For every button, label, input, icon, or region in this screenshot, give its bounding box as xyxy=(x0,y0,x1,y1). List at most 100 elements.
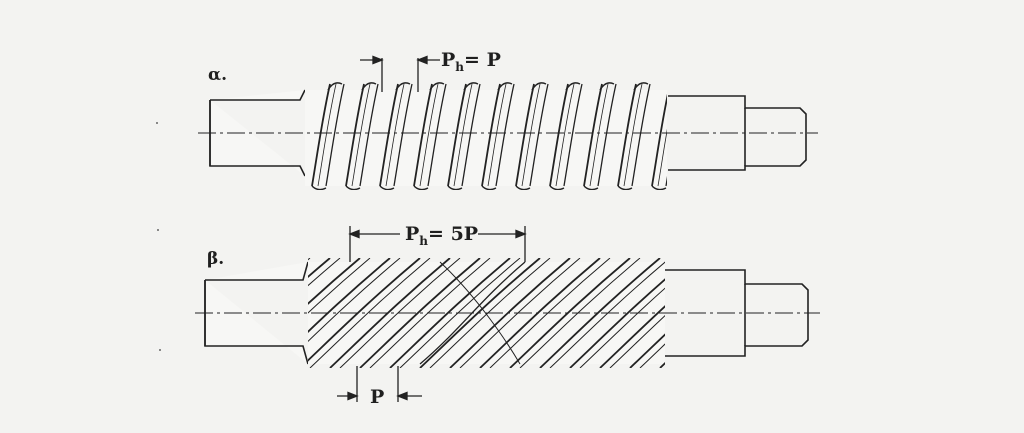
thread-tip xyxy=(651,185,667,190)
helix-flank xyxy=(459,258,581,368)
helix-flank xyxy=(369,258,491,368)
helix-crest xyxy=(539,258,661,368)
helix-crest xyxy=(308,258,331,279)
thread-flank xyxy=(325,83,345,187)
lead-dimension-b xyxy=(348,226,527,262)
thread-crest xyxy=(617,83,637,187)
thread-root xyxy=(521,83,541,187)
helix-flank xyxy=(308,258,341,287)
helix-flank xyxy=(609,314,665,368)
thread-tip xyxy=(617,185,633,190)
thread-flank xyxy=(461,83,481,187)
pitch-dimension-b xyxy=(337,366,422,402)
thread-flank xyxy=(597,83,617,187)
thread-tip xyxy=(668,83,682,90)
worm-b xyxy=(195,258,820,368)
thread-tip xyxy=(413,185,429,190)
thread-tip xyxy=(599,82,615,91)
thread-crest xyxy=(379,83,399,187)
thread-tip xyxy=(497,82,513,91)
helix-crest xyxy=(359,258,481,368)
helix-crest xyxy=(569,278,665,368)
thread-root xyxy=(453,83,473,187)
thread-tip xyxy=(327,82,343,91)
helix-crest xyxy=(308,258,361,305)
thread-flank xyxy=(427,83,447,187)
helix-flank xyxy=(308,258,371,314)
helix-crest xyxy=(329,258,451,368)
helix-crest xyxy=(308,258,421,362)
thread-tip xyxy=(345,185,361,190)
thread-root xyxy=(657,128,667,187)
thread-flank xyxy=(563,83,583,187)
thread-root xyxy=(317,83,337,187)
speck xyxy=(159,349,161,351)
thread-root xyxy=(419,83,439,187)
thread-crest xyxy=(345,83,365,187)
thread-flank xyxy=(631,83,651,187)
thread-tip xyxy=(565,82,581,91)
lead-helix xyxy=(419,261,526,365)
thread-tip xyxy=(395,82,411,91)
helix-crest xyxy=(419,258,541,368)
thread-flank xyxy=(495,83,515,187)
helix-flank xyxy=(339,258,461,368)
thread-root xyxy=(487,83,507,187)
thread-root xyxy=(385,83,405,187)
thread-tip xyxy=(583,185,599,190)
thread-flank xyxy=(393,83,413,187)
helix-crest xyxy=(509,258,631,368)
worm-a-threads xyxy=(311,82,682,190)
thread-root xyxy=(589,83,609,187)
worm-b-right-shaft xyxy=(665,269,809,357)
helix-flank xyxy=(639,343,665,368)
thread-crest xyxy=(549,83,569,187)
speck xyxy=(157,229,159,231)
panel-a-label: α. xyxy=(208,65,227,85)
thread-crest xyxy=(515,83,535,187)
thread-root xyxy=(351,83,371,187)
thread-crest xyxy=(481,83,501,187)
speck xyxy=(156,122,158,124)
thread-root xyxy=(555,83,575,187)
helix-crest xyxy=(629,333,665,368)
thread-crest xyxy=(583,83,603,187)
thread-tip xyxy=(633,82,649,91)
thread-flank xyxy=(529,83,549,187)
thread-crest xyxy=(413,83,433,187)
thread-tip xyxy=(549,185,565,190)
worm-a xyxy=(198,82,818,190)
lead-helix-back xyxy=(439,261,521,365)
thread-tip xyxy=(361,82,377,91)
helix-crest xyxy=(449,258,571,368)
thread-tip xyxy=(379,185,395,190)
helix-flank xyxy=(579,287,665,368)
thread-tip xyxy=(481,185,497,190)
panel-b-label: β. xyxy=(207,249,224,269)
thread-tip xyxy=(311,185,327,190)
helix-flank xyxy=(399,258,521,368)
thread-tip xyxy=(429,82,445,91)
helix-crest xyxy=(308,258,391,333)
thread-crest xyxy=(311,83,331,187)
helix-flank xyxy=(549,261,665,368)
thread-flank xyxy=(359,83,379,187)
helix-flank xyxy=(489,258,611,368)
thread-tip xyxy=(447,185,463,190)
thread-tip xyxy=(531,82,547,91)
helix-flank xyxy=(309,258,431,368)
thread-tip xyxy=(515,185,531,190)
thread-crest xyxy=(447,83,467,187)
thread-tip xyxy=(463,82,479,91)
lead-dimension-a xyxy=(360,55,440,92)
lead-label-b: Ph= 5P xyxy=(405,223,478,248)
thread-root xyxy=(623,83,643,187)
pitch-label-b: P xyxy=(370,386,384,408)
lead-label-a: Ph= P xyxy=(441,49,501,74)
thread-crest xyxy=(651,93,667,187)
worm-a-right-shaft xyxy=(668,95,807,171)
helix-crest xyxy=(389,258,511,368)
helix-crest xyxy=(479,258,601,368)
